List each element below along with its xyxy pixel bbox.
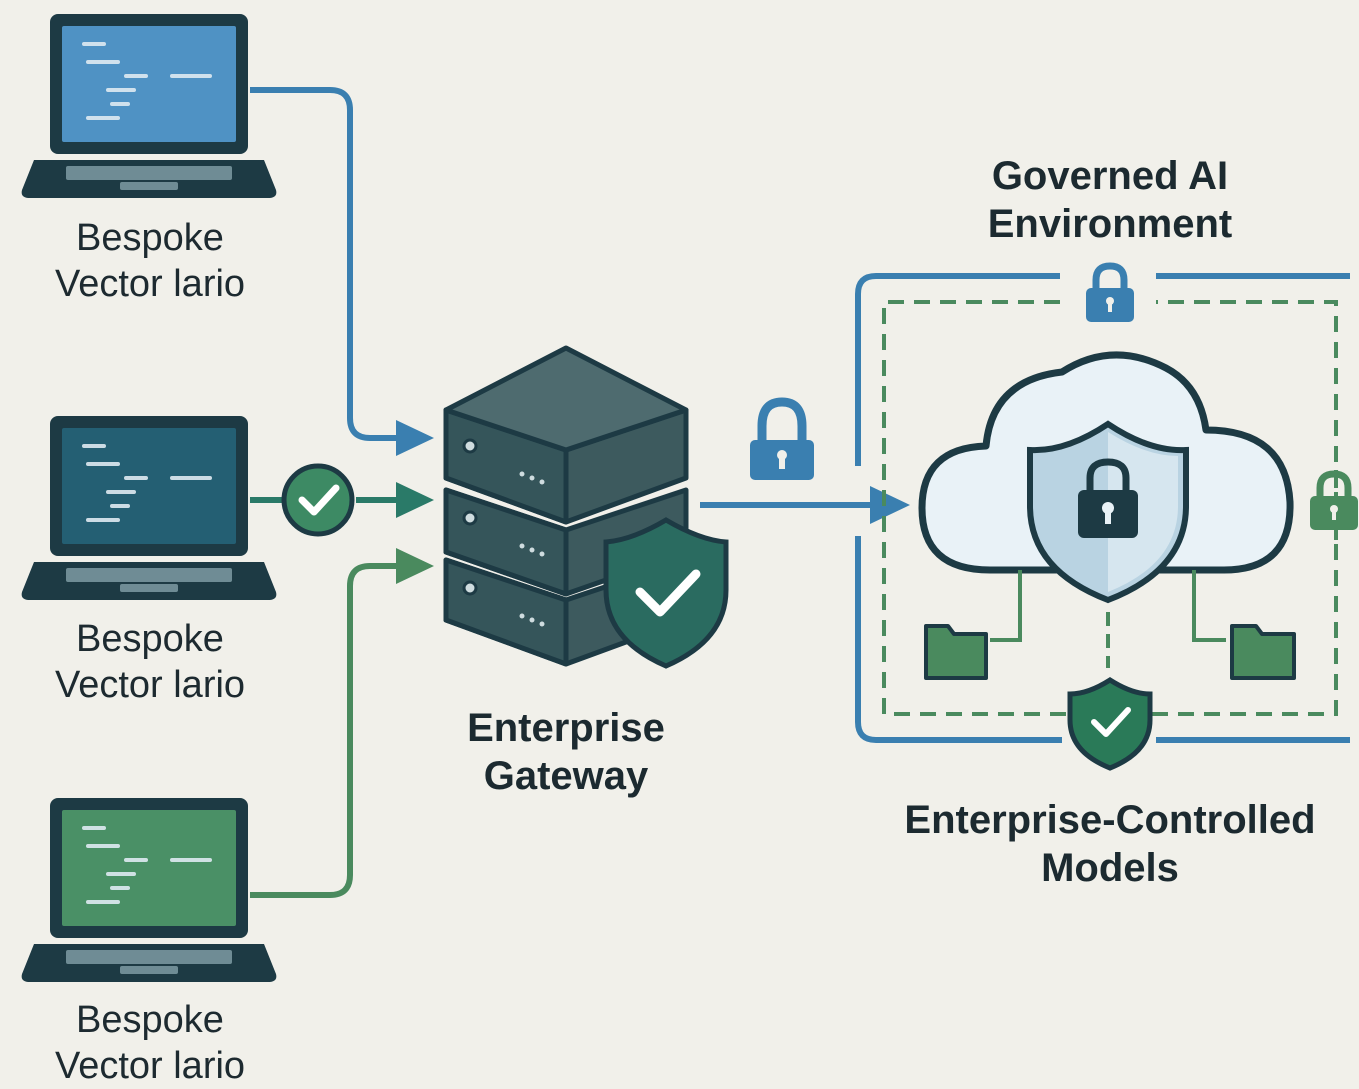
environment-label-line2: Environment <box>987 202 1233 246</box>
laptop-icon <box>21 416 277 600</box>
environment-inner-frame <box>882 300 1338 716</box>
connector-arrowhead-1 <box>396 420 434 456</box>
client-label-line1: Bespoke <box>76 999 224 1041</box>
connector-arrowhead-2 <box>396 482 434 518</box>
client-label-line1: Bespoke <box>76 217 224 259</box>
connector-client-3 <box>250 563 398 898</box>
client-label: Bespoke Vector lario <box>0 216 300 307</box>
laptop-icon <box>21 798 277 982</box>
environment-label-line1: Governed AI <box>991 154 1229 198</box>
folder-link-right <box>1192 570 1226 642</box>
client-label-line1: Bespoke <box>76 618 224 660</box>
shield-lock-icon <box>1027 420 1189 604</box>
environment-label: Governed AI Environment <box>918 152 1302 248</box>
server-lights <box>462 438 545 627</box>
gateway-label-line1: Enterprise <box>467 706 665 750</box>
client-label-line2: Vector lario <box>54 1044 246 1087</box>
client-label: Bespoke Vector lario <box>0 998 300 1089</box>
connector-client-1 <box>250 87 398 441</box>
shield-check-icon <box>1067 677 1153 771</box>
connector-arrowhead-3 <box>396 548 434 584</box>
client-label: Bespoke Vector lario <box>0 617 300 708</box>
padlock-icon <box>750 397 814 480</box>
models-label: Enterprise-Controlled Models <box>870 796 1350 892</box>
environment-outer-frame <box>855 273 1350 743</box>
folder-link-left <box>990 570 1022 642</box>
padlock-icon <box>1086 262 1134 322</box>
gateway-label: Enterprise Gateway <box>406 704 726 800</box>
folder-icon <box>924 624 988 680</box>
models-label-line2: Models <box>1041 846 1179 890</box>
folder-icon <box>1230 624 1296 680</box>
check-circle-icon <box>281 463 355 537</box>
padlock-icon <box>1310 470 1358 530</box>
models-label-line1: Enterprise-Controlled <box>904 798 1316 842</box>
connector-arrowhead-gateway <box>870 486 910 524</box>
laptop-icon <box>21 14 277 198</box>
client-label-line2: Vector lario <box>54 663 246 706</box>
shield-check-icon <box>603 517 729 669</box>
client-label-line2: Vector lario <box>54 262 246 305</box>
gateway-label-line2: Gateway <box>483 754 649 798</box>
